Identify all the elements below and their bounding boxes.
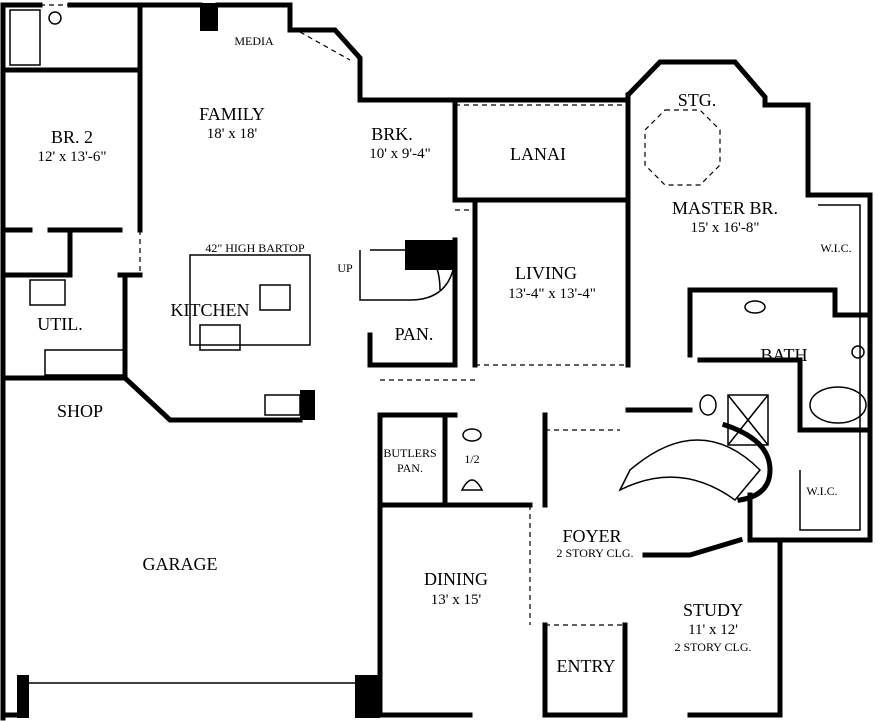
room-label-butlers: BUTLERS [383, 446, 436, 460]
room-label-breakfast: BRK. [371, 124, 413, 144]
room-note-study: 2 STORY CLG. [674, 640, 751, 654]
room-label-butlers-pan: PAN. [397, 461, 423, 475]
room-label-lanai: LANAI [510, 144, 566, 164]
room-label-half-bath: 1/2 [464, 452, 479, 466]
room-label-utility: UTIL. [37, 314, 82, 334]
room-label-master: MASTER BR. [672, 198, 778, 218]
room-label-pantry: PAN. [395, 324, 434, 344]
label-stair-up: UP [337, 261, 353, 275]
room-label-wic-lower: W.I.C. [806, 484, 837, 498]
room-label-living: LIVING [515, 263, 577, 283]
room-size-dining: 13' x 15' [431, 592, 482, 608]
room-size-br2: 12' x 13'-6" [37, 149, 106, 165]
dashed-openings [40, 4, 721, 626]
room-size-living: 13'-4" x 13'-4" [508, 286, 596, 302]
room-note-foyer: 2 STORY CLG. [556, 546, 633, 560]
room-label-wic-upper: W.I.C. [820, 241, 851, 255]
room-label-dining: DINING [424, 569, 488, 589]
room-label-shop: SHOP [57, 401, 103, 421]
staircases [359, 249, 773, 503]
room-label-br2: BR. 2 [51, 127, 93, 147]
room-label-storage: STG. [678, 90, 717, 110]
room-label-kitchen: KITCHEN [171, 300, 250, 320]
room-label-garage: GARAGE [143, 554, 218, 574]
room-label-family: FAMILY [199, 104, 265, 124]
room-size-study: 11' x 12' [688, 622, 738, 638]
fixtures [9, 9, 867, 491]
label-bartop: 42" HIGH BARTOP [205, 241, 305, 255]
room-size-family: 18' x 18' [207, 126, 258, 142]
room-label-bath: BATH [760, 345, 807, 365]
room-label-entry: ENTRY [556, 656, 615, 676]
room-label-study: STUDY [683, 600, 743, 620]
room-labels: MEDIA FAMILY 18' x 18' BRK. 10' x 9'-4" … [37, 34, 851, 676]
room-label-media: MEDIA [234, 34, 274, 48]
room-label-foyer: FOYER [562, 526, 621, 546]
room-size-master: 15' x 16'-8" [690, 220, 759, 236]
room-size-breakfast: 10' x 9'-4" [369, 146, 431, 162]
